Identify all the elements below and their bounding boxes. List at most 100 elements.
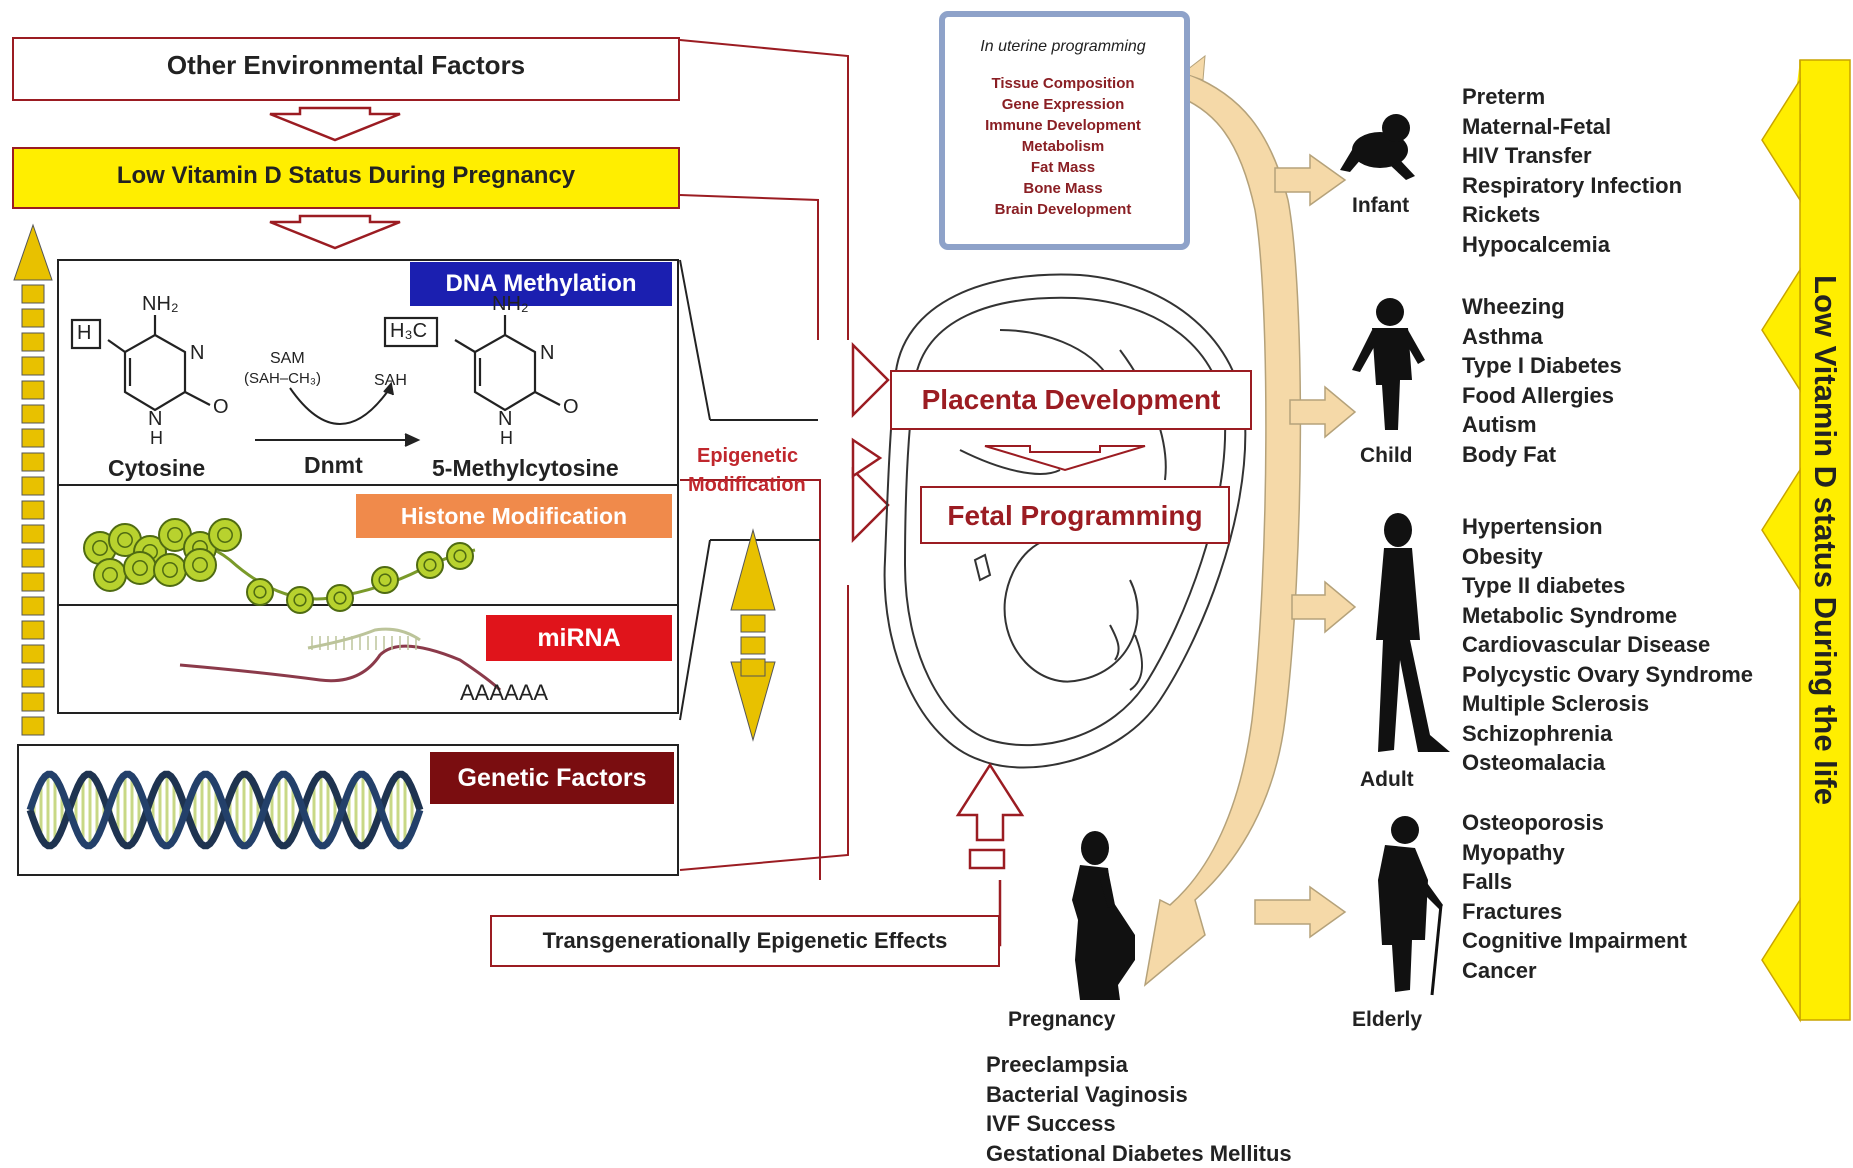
cytosine-label: Cytosine bbox=[108, 455, 205, 482]
outcome-item: Obesity bbox=[1462, 542, 1753, 572]
sah-label: SAH bbox=[374, 372, 407, 390]
nucleosome-bead bbox=[124, 552, 156, 584]
dnmt-label: Dnmt bbox=[304, 452, 363, 479]
outcome-item: Polycystic Ovary Syndrome bbox=[1462, 660, 1753, 690]
outcome-item: Fractures bbox=[1462, 897, 1687, 927]
in-utero-title: In uterine programming bbox=[944, 38, 1182, 56]
in-utero-item: Metabolism bbox=[944, 136, 1182, 157]
n-cytosine: N bbox=[190, 342, 204, 365]
other-env-label: Other Environmental Factors bbox=[12, 50, 680, 81]
elderly-silhouette bbox=[1378, 816, 1443, 995]
h-methylcytosine: H bbox=[500, 428, 513, 449]
arrow-segment bbox=[22, 525, 44, 543]
in-utero-item: Bone Mass bbox=[944, 178, 1182, 199]
arrow-segment bbox=[22, 477, 44, 495]
arrow-segment bbox=[22, 549, 44, 567]
outcome-item: Preeclampsia bbox=[986, 1050, 1292, 1080]
outcome-item: Schizophrenia bbox=[1462, 719, 1753, 749]
outcome-item: Myopathy bbox=[1462, 838, 1687, 868]
adult-label: Adult bbox=[1360, 768, 1414, 792]
in-utero-item: Immune Development bbox=[944, 115, 1182, 136]
arrow-segment bbox=[741, 659, 765, 676]
outcome-item: Type II diabetes bbox=[1462, 571, 1753, 601]
arrow-segment bbox=[22, 621, 44, 639]
outcome-item: Osteoporosis bbox=[1462, 808, 1687, 838]
nh2-cytosine: NH₂ bbox=[142, 293, 179, 316]
outcome-item: Hypocalcemia bbox=[1462, 230, 1682, 260]
outcome-item: Gestational Diabetes Mellitus bbox=[986, 1139, 1292, 1168]
h-label: H bbox=[77, 322, 91, 345]
child-silhouette bbox=[1352, 298, 1425, 430]
nh2-methylcytosine: NH₂ bbox=[492, 293, 529, 316]
arrow-segment bbox=[22, 405, 44, 423]
vertical-double-arrow bbox=[731, 530, 775, 740]
outcome-item: Rickets bbox=[1462, 200, 1682, 230]
outcome-item: Asthma bbox=[1462, 322, 1622, 352]
outcome-item: Food Allergies bbox=[1462, 381, 1622, 411]
outcome-item: Multiple Sclerosis bbox=[1462, 689, 1753, 719]
arrow-segment bbox=[22, 645, 44, 663]
in-utero-item: Brain Development bbox=[944, 199, 1182, 220]
nucleosome-bead bbox=[94, 559, 126, 591]
pregnant-woman-silhouette bbox=[1072, 831, 1135, 1000]
outcome-item: Hypertension bbox=[1462, 512, 1753, 542]
dna-methylation-badge: DNA Methylation bbox=[410, 262, 672, 306]
arrow-segment bbox=[741, 637, 765, 654]
outcome-item: Maternal-Fetal bbox=[1462, 112, 1682, 142]
placenta-to-fetal-arrow bbox=[985, 446, 1145, 470]
adult-silhouette bbox=[1376, 513, 1450, 752]
outcome-item: Type I Diabetes bbox=[1462, 351, 1622, 381]
o-methylcytosine: O bbox=[563, 396, 579, 419]
vertical-arrow-left bbox=[14, 225, 52, 735]
mirna-badge: miRNA bbox=[486, 615, 672, 661]
arrow-segment bbox=[22, 597, 44, 615]
nucleosome-bead bbox=[287, 587, 313, 613]
methylcytosine-label: 5-Methylcytosine bbox=[432, 455, 619, 482]
outcome-item: HIV Transfer bbox=[1462, 141, 1682, 171]
nucleosome-bead bbox=[247, 579, 273, 605]
h-cytosine: H bbox=[150, 428, 163, 449]
polya-label: AAAAAA bbox=[460, 680, 548, 706]
nucleosome-bead bbox=[184, 549, 216, 581]
nucleosome-bead bbox=[447, 543, 473, 569]
outcome-item: Falls bbox=[1462, 867, 1687, 897]
o-cytosine: O bbox=[213, 396, 229, 419]
outcome-item: Wheezing bbox=[1462, 292, 1622, 322]
outcome-item: IVF Success bbox=[986, 1109, 1292, 1139]
arrow-segment bbox=[22, 573, 44, 591]
elderly-label: Elderly bbox=[1352, 1008, 1422, 1032]
in-utero-item: Tissue Composition bbox=[944, 73, 1182, 94]
arrow-segment bbox=[22, 717, 44, 735]
child-label: Child bbox=[1360, 444, 1413, 468]
placenta-label: Placenta Development bbox=[890, 384, 1252, 416]
arrow-segment bbox=[22, 669, 44, 687]
histone-modification-badge: Histone Modification bbox=[356, 494, 672, 538]
h3c-label: H₃C bbox=[390, 320, 427, 343]
outcome-item: Metabolic Syndrome bbox=[1462, 601, 1753, 631]
outcome-item: Osteomalacia bbox=[1462, 748, 1753, 778]
outcome-item: Respiratory Infection bbox=[1462, 171, 1682, 201]
transgenerational-label: Transgenerationally Epigenetic Effects bbox=[490, 928, 1000, 954]
outcome-item: Cancer bbox=[1462, 956, 1687, 986]
in-utero-item: Gene Expression bbox=[944, 94, 1182, 115]
outcome-item: Body Fat bbox=[1462, 440, 1622, 470]
epigenetic-arrows bbox=[853, 345, 888, 540]
sah-ch3-label: (SAH–CH₃) bbox=[244, 370, 321, 387]
nucleosome-bead bbox=[372, 567, 398, 593]
arrow-segment bbox=[22, 693, 44, 711]
outcome-item: Bacterial Vaginosis bbox=[986, 1080, 1292, 1110]
low-vitd-label: Low Vitamin D Status During Pregnancy bbox=[12, 162, 680, 190]
nucleosome-bead bbox=[417, 552, 443, 578]
in-utero-item: Fat Mass bbox=[944, 157, 1182, 178]
arrow-segment bbox=[22, 381, 44, 399]
nucleosome-bead bbox=[209, 519, 241, 551]
infant-silhouette bbox=[1340, 114, 1415, 180]
arrow-segment bbox=[22, 357, 44, 375]
arrow-segment bbox=[22, 333, 44, 351]
genetic-factors-badge: Genetic Factors bbox=[430, 752, 674, 804]
